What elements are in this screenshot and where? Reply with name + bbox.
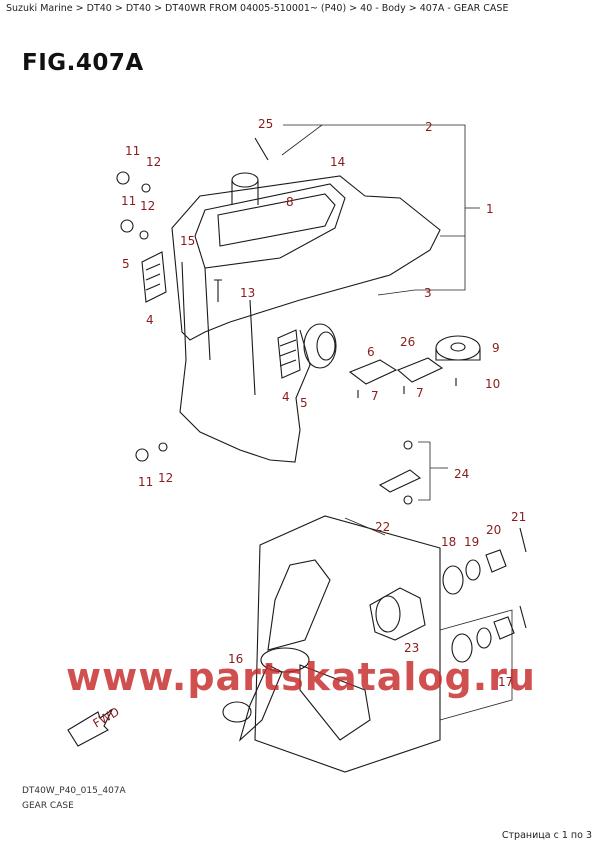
leader-lines: [281, 124, 480, 536]
washers-nuts: [442, 527, 527, 663]
gear-case-housing: [171, 172, 441, 463]
callout-11: 11: [125, 144, 140, 158]
propeller-frame: [254, 515, 513, 773]
callout-19: 19: [464, 535, 479, 549]
shim-plate: [378, 440, 422, 505]
breadcrumb[interactable]: Suzuki Marine > DT40 > DT40 > DT40WR FRO…: [6, 3, 509, 14]
callout-3: 3: [424, 286, 432, 300]
fwd-arrow-icon: [67, 708, 114, 747]
callout-6: 6: [367, 345, 375, 359]
bolts: [116, 137, 457, 462]
callout-5: 5: [122, 257, 130, 271]
callout-4: 4: [146, 313, 154, 327]
callout-7b: 7: [416, 386, 424, 400]
callout-18: 18: [441, 535, 456, 549]
callout-8: 8: [286, 195, 294, 209]
callout-15: 15: [180, 234, 195, 248]
callout-10: 10: [485, 377, 500, 391]
callout-16: 16: [228, 652, 243, 666]
watermark: www.partskatalog.ru: [66, 655, 536, 699]
oil-seal-housing: [303, 323, 337, 369]
figure-title: FIG.407A: [22, 50, 144, 76]
callout-11b: 11: [121, 194, 136, 208]
callout-21: 21: [511, 510, 526, 524]
callout-24: 24: [454, 467, 469, 481]
callout-2: 2: [425, 120, 433, 134]
callout-12b: 12: [140, 199, 155, 213]
trim-tab: [435, 335, 481, 361]
callout-4b: 4: [282, 390, 290, 404]
callout-13: 13: [240, 286, 255, 300]
callout-7: 7: [371, 389, 379, 403]
callout-1: 1: [486, 202, 494, 216]
diagram-code: DT40W_P40_015_407A: [22, 786, 126, 796]
callout-12: 12: [146, 155, 161, 169]
callout-12c: 12: [158, 471, 173, 485]
callout-23: 23: [404, 641, 419, 655]
callout-20: 20: [486, 523, 501, 537]
propeller: [222, 559, 426, 742]
callout-9: 9: [492, 341, 500, 355]
callout-22: 22: [375, 520, 390, 534]
callout-25: 25: [258, 117, 273, 131]
fwd-label: FWD: [91, 704, 122, 730]
callout-5b: 5: [300, 396, 308, 410]
page-counter: Страница с 1 по 3: [501, 830, 592, 841]
clamp-plates: [348, 357, 444, 385]
callout-17: 17: [498, 675, 513, 689]
diagram-caption: GEAR CASE: [22, 801, 74, 811]
anode-plate: [141, 251, 301, 379]
callout-26: 26: [400, 335, 415, 349]
callout-14: 14: [330, 155, 345, 169]
callout-11c: 11: [138, 475, 153, 489]
